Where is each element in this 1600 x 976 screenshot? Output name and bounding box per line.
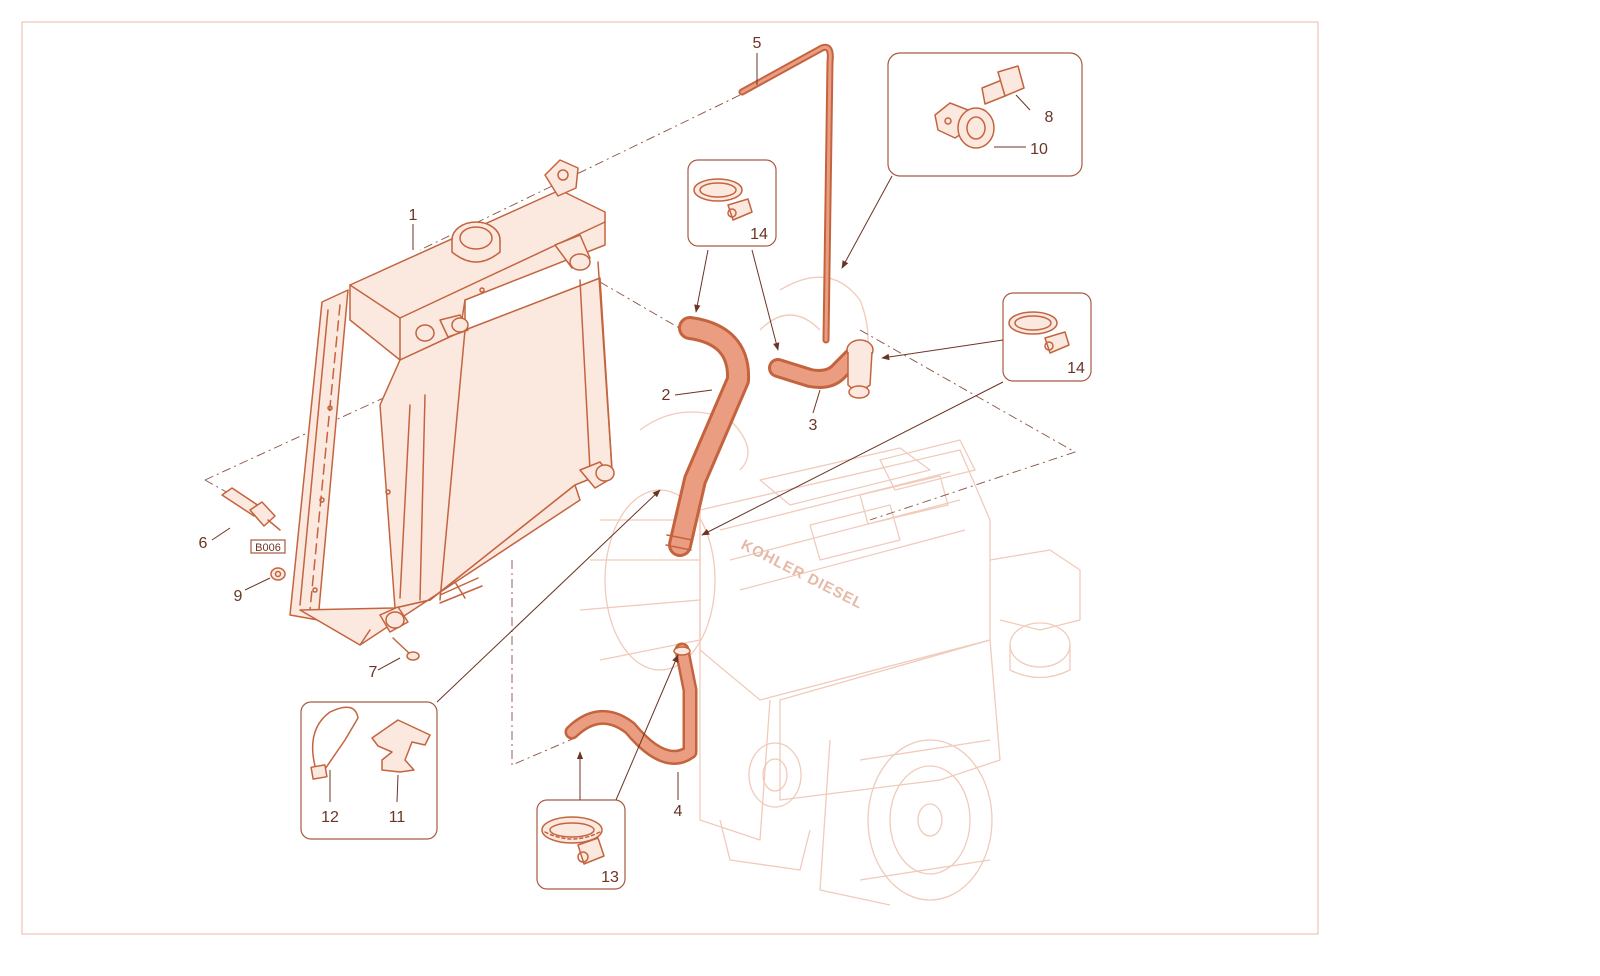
leader-lines: [211, 53, 1004, 803]
label-2: 2: [662, 387, 671, 404]
engine-brand-text: KOHLER DIESEL: [738, 536, 866, 612]
label-8: 8: [1045, 109, 1054, 126]
clamp-10-loop: [957, 107, 995, 149]
lower-radiator-hose: [564, 642, 698, 765]
label-6: 6: [199, 535, 208, 552]
label-14-a: 14: [750, 226, 768, 243]
elbow-hose: [768, 339, 874, 399]
nut: [270, 567, 286, 581]
bolt-8-head: [997, 65, 1025, 97]
holder-11: [371, 719, 431, 773]
callout-box-hose-clamp-a: [687, 159, 777, 247]
label-9: 9: [234, 588, 243, 605]
part-labels: 1 2 3 4 5 6 7 8 9 10 11 12 13 14 14: [199, 35, 1085, 886]
label-13: 13: [601, 869, 619, 886]
label-12: 12: [321, 809, 339, 826]
temperature-sensor: B006: [221, 487, 286, 554]
label-1: 1: [409, 207, 418, 224]
diagram-frame: [21, 21, 1319, 935]
label-5: 5: [753, 35, 762, 52]
label-11: 11: [389, 809, 406, 826]
callout-box-bolt-clamp: [887, 52, 1083, 177]
label-7: 7: [369, 664, 378, 681]
bolt: [392, 637, 420, 661]
callout-box-worm-clamp: [536, 799, 626, 890]
overflow-hose: [738, 43, 834, 344]
callout-box-strap-holder: [300, 701, 438, 840]
sensor-code-badge: [250, 539, 286, 554]
sensor-code-text: B006: [255, 542, 281, 554]
callout-box-hose-clamp-b: [1002, 292, 1092, 382]
upper-radiator-hose: [665, 316, 751, 557]
label-3: 3: [809, 417, 818, 434]
radiator: [289, 159, 615, 646]
label-14-b: 14: [1067, 360, 1085, 377]
label-10: 10: [1030, 141, 1048, 158]
label-4: 4: [674, 803, 683, 820]
strap-12: [311, 706, 359, 773]
